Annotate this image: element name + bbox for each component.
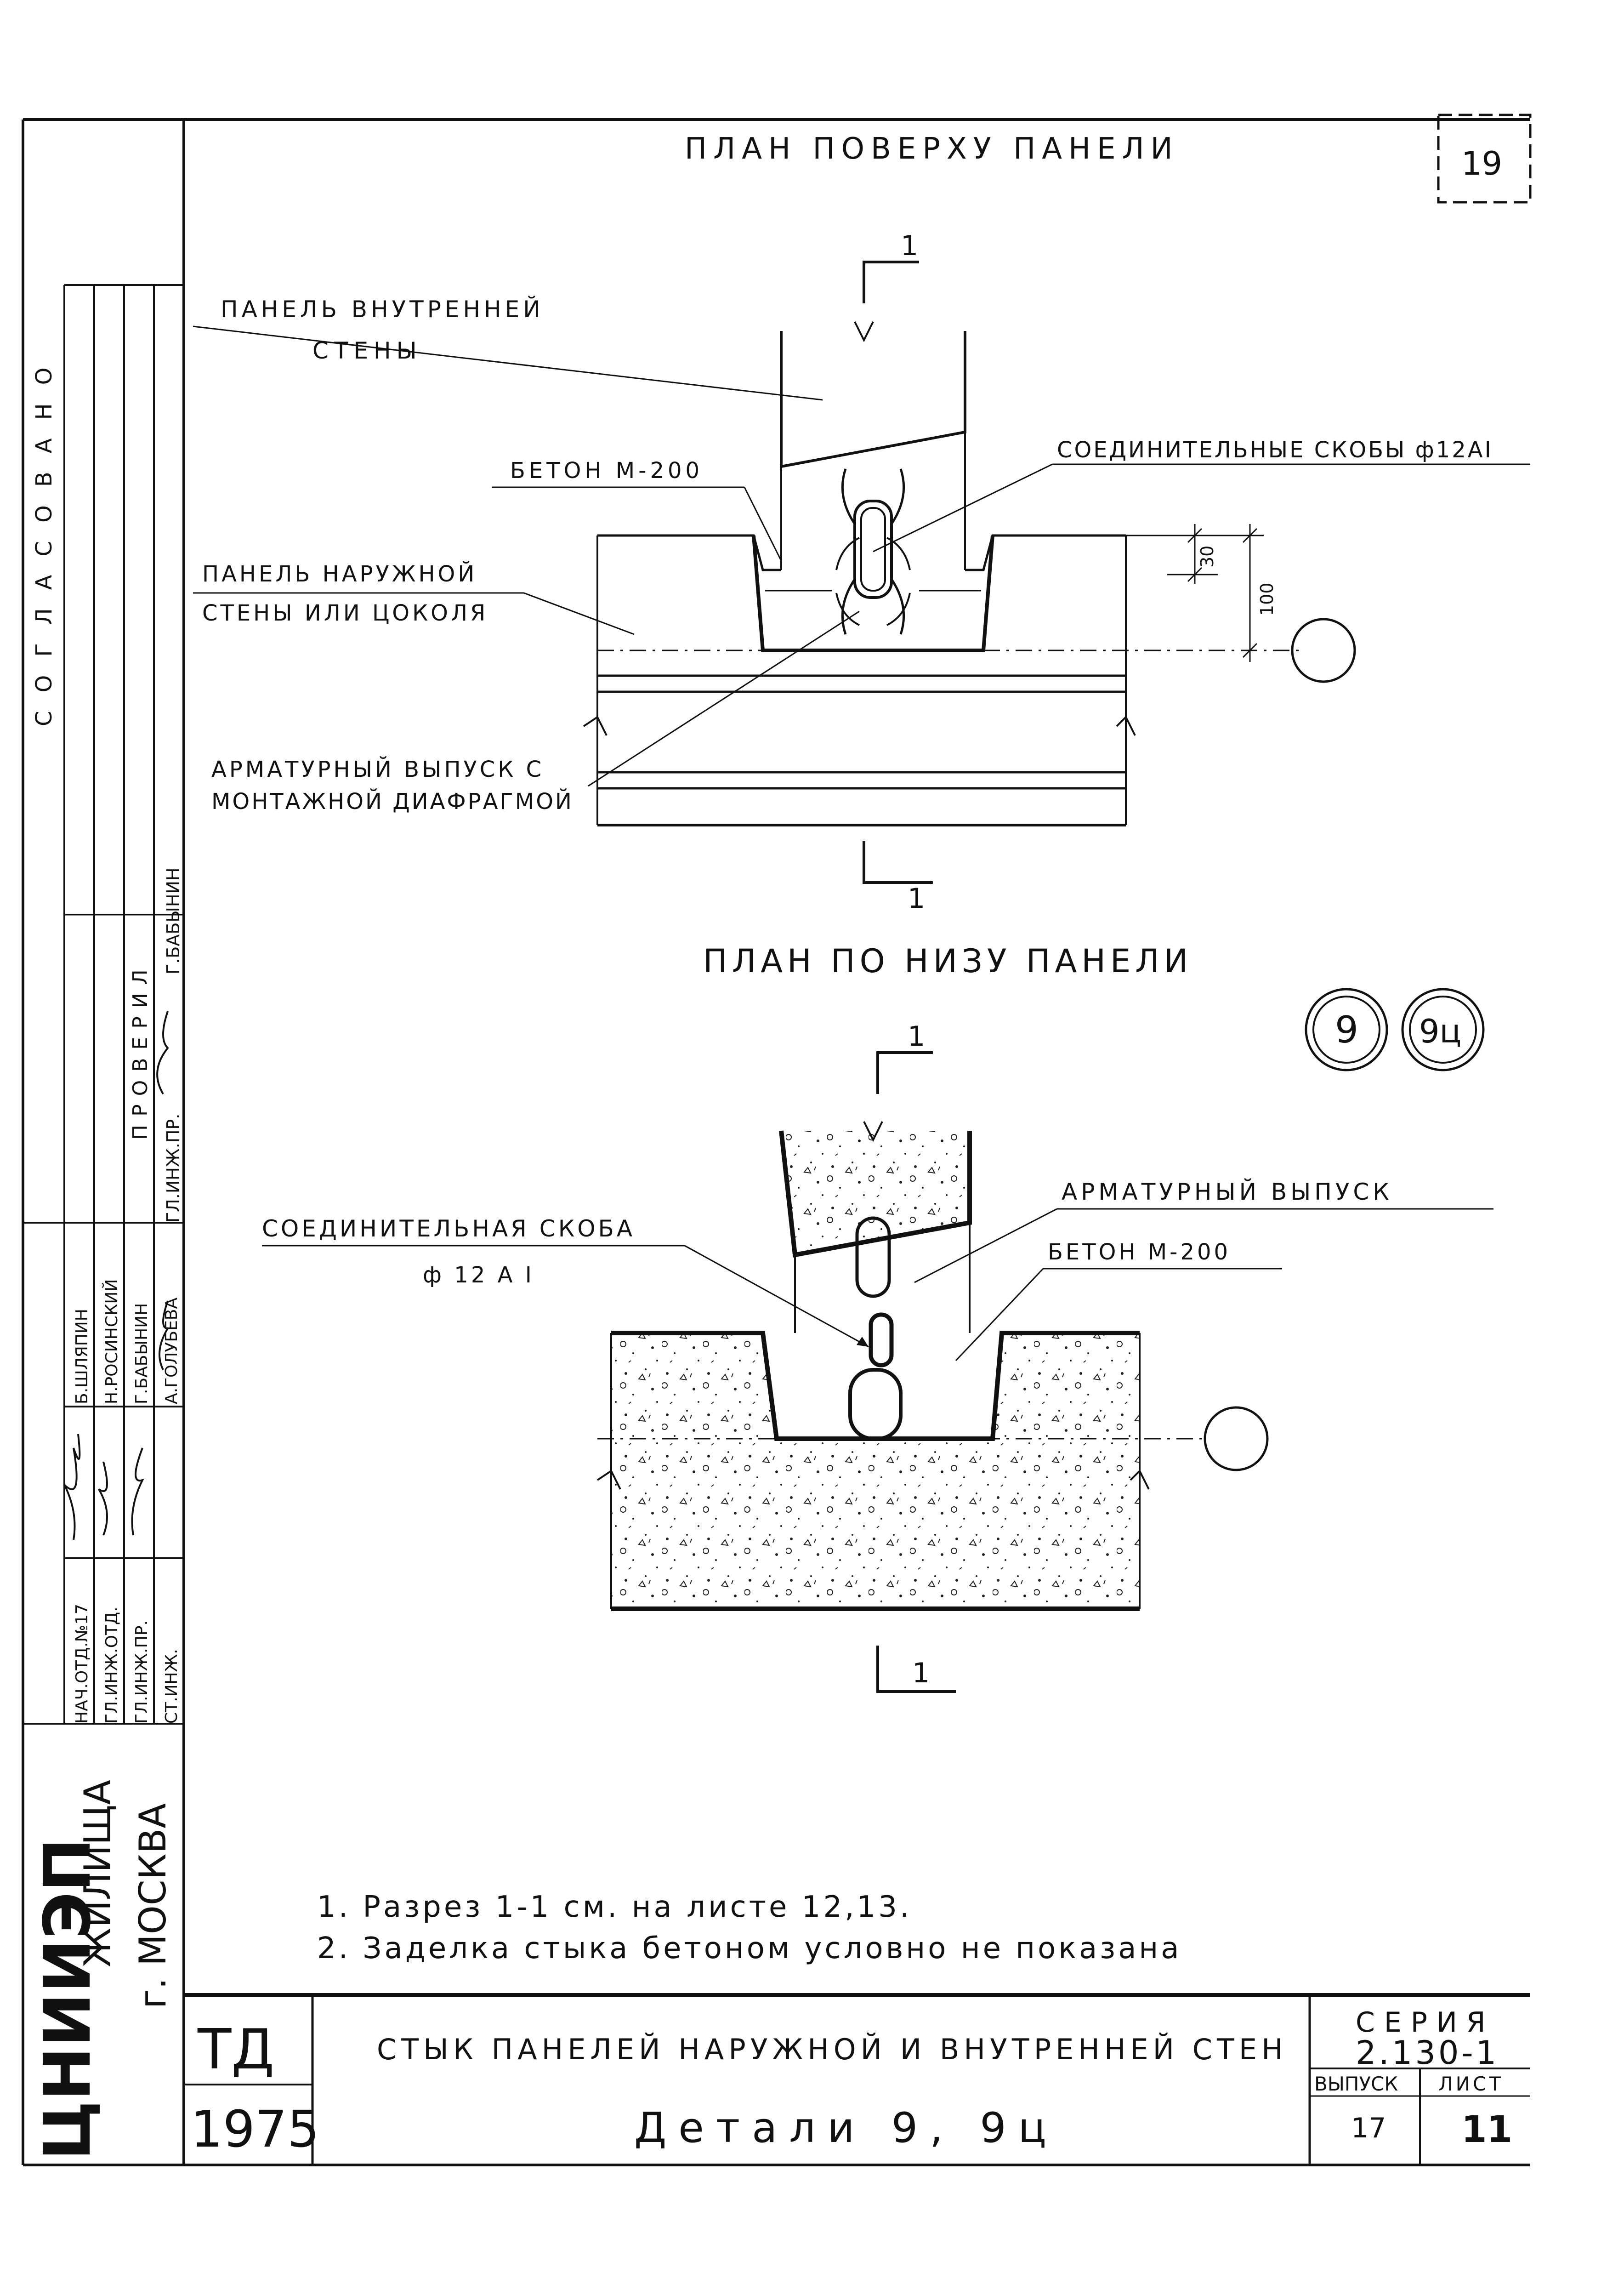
sheet-corner-number: 19	[1461, 145, 1502, 182]
title-code: ТД	[197, 2018, 274, 2082]
name-3: А.ГОЛУБЕВА	[162, 1297, 181, 1404]
role-1: ГЛ.ИНЖ.ОТД.	[102, 1606, 121, 1724]
label-bracket-2: ф 12 А I	[423, 1262, 534, 1288]
detail-mark-9	[1305, 988, 1388, 1071]
title-line-2: Детали 9, 9ц	[634, 2104, 1058, 2152]
role-0: НАЧ.ОТД.№17	[73, 1604, 91, 1724]
bottom-title: ПЛАН ПО НИЗУ ПАНЕЛИ	[703, 942, 1192, 980]
label-rebar-top-2: МОНТАЖНОЙ ДИАФРАГМОЙ	[211, 788, 574, 815]
city: г. МОСКВА	[131, 1803, 174, 2009]
name-2: Г.БАБЫНИН	[132, 1303, 151, 1404]
org-sub: ЖИЛИЩА	[76, 1779, 119, 1967]
sheet-label: ЛИСТ	[1438, 2073, 1504, 2095]
note-1: 1. Разрез 1-1 см. на листе 12,13.	[317, 1890, 912, 1924]
dim-100: 100	[1257, 582, 1277, 616]
left-approval-strip	[23, 284, 184, 1725]
top-plan-drawing	[193, 261, 1530, 884]
checker-name: Г.БАБЫНИН	[163, 868, 183, 975]
drawing-frame	[22, 114, 1532, 2166]
dim-30: 30	[1197, 546, 1217, 568]
label-rebar-top-1: АРМАТУРНЫЙ ВЫПУСК С	[211, 756, 544, 782]
label-inner-panel-2: СТЕНЫ	[312, 337, 422, 364]
label-outer-panel-1: ПАНЕЛЬ НАРУЖНОЙ	[202, 561, 477, 587]
label-concrete-top: БЕТОН М-200	[510, 458, 703, 484]
title-year: 1975	[191, 2100, 319, 2159]
label-brackets: СОЕДИНИТЕЛЬНЫЕ СКОБЫ ф12АI	[1057, 437, 1493, 463]
label-outer-panel-2: СТЕНЫ ИЛИ ЦОКОЛЯ	[202, 600, 488, 626]
role-3: СТ.ИНЖ.	[162, 1649, 181, 1724]
detail-mark-9c-label: 9ц	[1419, 1013, 1461, 1050]
role-2: ГЛ.ИНЖ.ПР.	[132, 1620, 151, 1724]
sheet-value: 11	[1461, 2108, 1512, 2151]
section-mark-top-1: 1	[901, 230, 918, 262]
issue-value: 17	[1351, 2112, 1386, 2144]
detail-mark-9c	[1401, 988, 1485, 1071]
series-value: 2.130-1	[1356, 2034, 1499, 2072]
title-line-1: СТЫК ПАНЕЛЕЙ НАРУЖНОЙ И ВНУТРЕННЕЙ СТЕН	[377, 2033, 1288, 2066]
issue-label: ВЫПУСК	[1314, 2073, 1398, 2095]
note-2: 2. Заделка стыка бетоном условно не пока…	[317, 1931, 1181, 1965]
signatures	[63, 1011, 170, 1540]
label-inner-panel-1: ПАНЕЛЬ ВНУТРЕННЕЙ	[221, 296, 544, 323]
agreed-label: СОГЛАСОВАНО	[31, 349, 57, 726]
section-mark-top-2: 1	[908, 883, 925, 915]
detail-mark-9-label: 9	[1335, 1008, 1358, 1051]
top-title: ПЛАН ПОВЕРХУ ПАНЕЛИ	[685, 132, 1179, 166]
section-mark-bottom-2: 1	[912, 1657, 930, 1689]
bottom-plan-drawing	[262, 1051, 1493, 1693]
name-1: Н.РОСИНСКИЙ	[102, 1279, 121, 1404]
section-mark-bottom-1: 1	[908, 1020, 925, 1053]
checked-label: ПРОВЕРИЛ	[129, 961, 152, 1140]
chief-eng-pr-label: ГЛ.ИНЖ.ПР.	[163, 1114, 183, 1223]
label-rebar-bottom: АРМАТУРНЫЙ ВЫПУСК	[1062, 1178, 1393, 1205]
series-label: СЕРИЯ	[1356, 2006, 1495, 2039]
label-concrete-bottom: БЕТОН М-200	[1048, 1239, 1231, 1265]
name-0: Б.ШЛЯПИН	[73, 1309, 91, 1404]
title-block-grid	[184, 1993, 1530, 2165]
label-bracket-1: СОЕДИНИТЕЛЬНАЯ СКОБА	[262, 1215, 635, 1242]
org-name: ЦНИИЭП	[30, 1838, 105, 2160]
